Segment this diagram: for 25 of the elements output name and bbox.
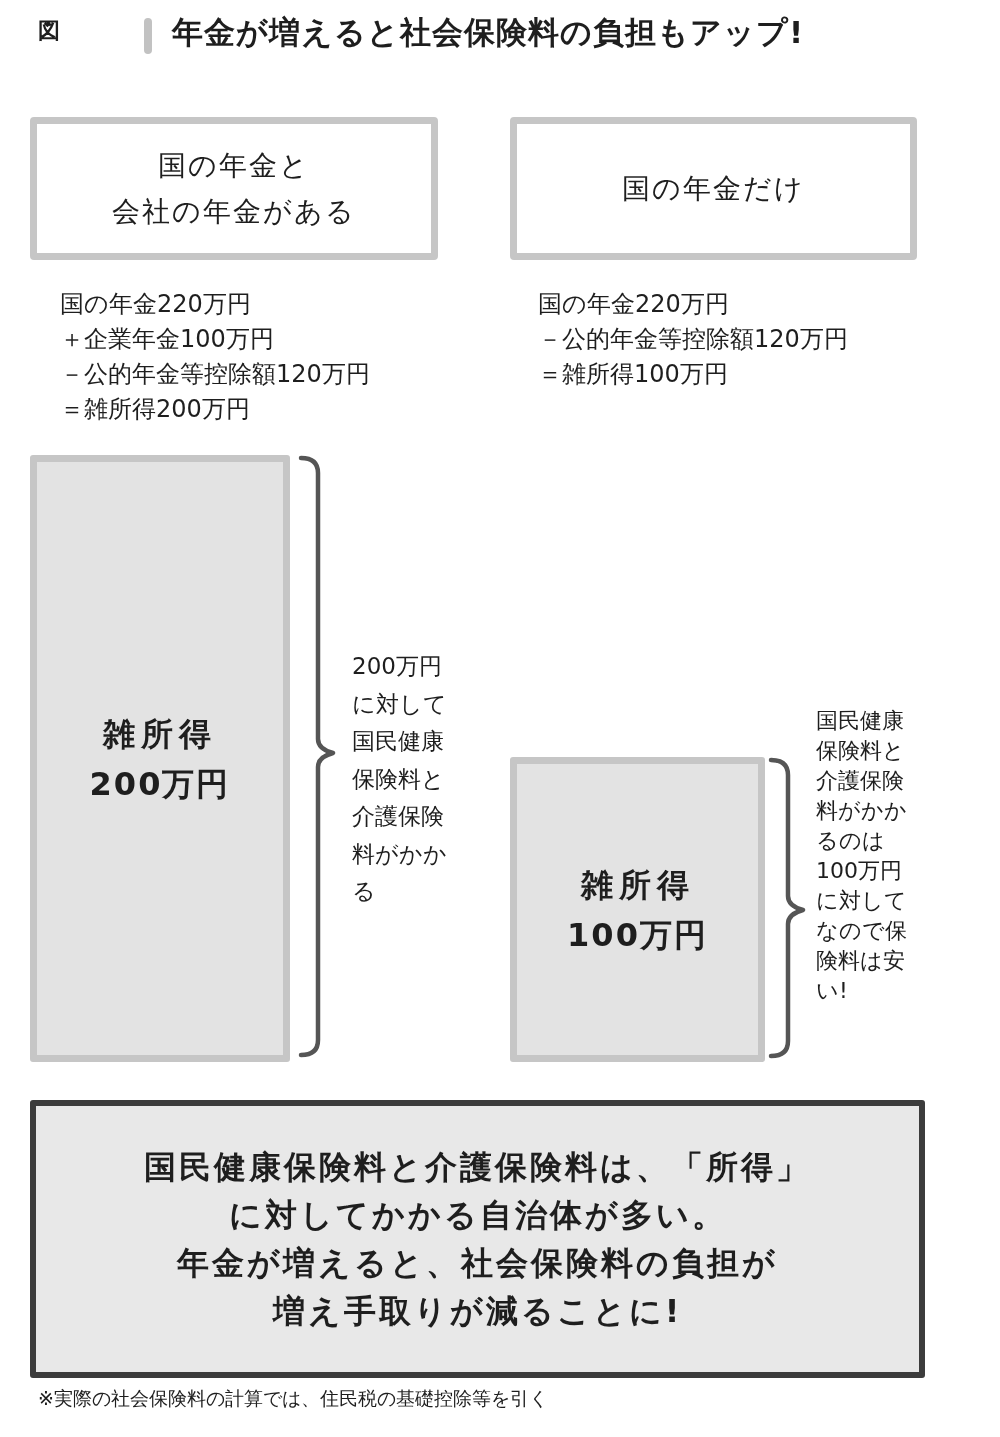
header-text: 国の年金だけ: [622, 170, 805, 207]
income-amount: 100万円: [567, 914, 708, 956]
calculation-line: －公的年金等控除額120万円: [538, 324, 848, 355]
calculation-line: 国の年金220万円: [60, 289, 251, 320]
income-label: 雑所得: [103, 713, 217, 755]
header-box: [510, 117, 917, 260]
summary-box: [30, 1100, 925, 1378]
calculation-line: ＝雑所得200万円: [60, 394, 250, 425]
income-bar: [30, 455, 290, 1062]
income-bar: [510, 757, 765, 1062]
income-amount: 200万円: [89, 763, 231, 805]
calculation-line: ＝雑所得100万円: [538, 359, 728, 390]
figure-label: 図: [38, 17, 60, 45]
footnote: ※実際の社会保険料の計算では、住民税の基礎控除等を引く: [38, 1386, 548, 1411]
summary-text: 年金が増えると、社会保険料の負担が増え手取りが減ることに!: [175, 1243, 779, 1332]
brace-note: 200万円に対して国民健康保険料と介護保険料がかかる: [352, 652, 448, 906]
title: 年金が増えると社会保険料の負担もアップ!: [172, 13, 805, 52]
summary-text: 国民健康保険料と介護保険料は、「所得」に対してかかる自治体が多い。: [143, 1147, 812, 1236]
header-box: [30, 117, 438, 260]
brace-note: 国民健康保険料と介護保険料がかかるのは100万円に対してなので保険料は安い!: [816, 707, 908, 1005]
calculation-line: ＋企業年金100万円: [60, 324, 274, 355]
calculation-line: －公的年金等控除額120万円: [60, 359, 370, 390]
header-text: 国の年金と会社の年金がある: [112, 147, 356, 230]
income-label: 雑所得: [580, 864, 695, 906]
calculation-line: 国の年金220万円: [538, 289, 729, 320]
